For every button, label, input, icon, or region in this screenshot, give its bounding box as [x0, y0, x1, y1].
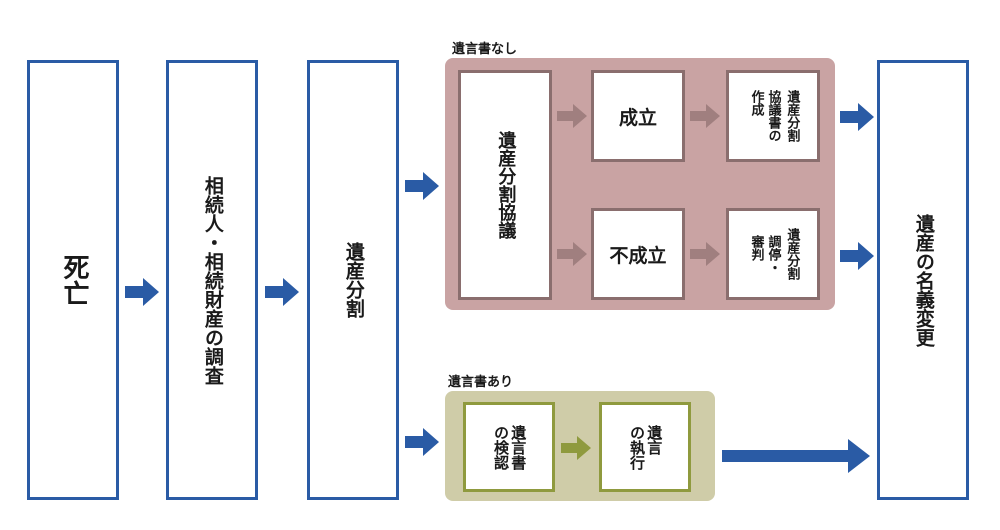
group-label-with-will: 遺言書あり: [448, 375, 514, 390]
agreement-doc-head: 遺産分割: [784, 90, 800, 142]
arrow-right-icon: [557, 242, 587, 266]
arrow-right-icon: [557, 104, 587, 128]
arrow-right-icon: [840, 242, 874, 270]
agreed-label: 成立: [618, 106, 657, 129]
mediation-label: 調停・ 審判: [748, 234, 781, 274]
division-label: 遺産分割: [342, 242, 365, 318]
agreement-doc-label: 協議書の 作成: [748, 90, 781, 142]
investigation-label: 相続人・相続財産の調査: [201, 175, 224, 385]
execution-box: 遺言 の執行: [599, 402, 691, 492]
probate-label: 遺言書 の検認: [492, 424, 528, 470]
arrow-right-icon: [405, 428, 439, 456]
group-label-no-will: 遺言書なし: [452, 42, 518, 57]
arrow-right-icon: [265, 278, 299, 306]
arrow-right-icon: [690, 242, 720, 266]
arrow-right-icon: [690, 104, 720, 128]
probate-box: 遺言書 の検認: [463, 402, 555, 492]
investigation-box: 相続人・相続財産の調査: [166, 60, 258, 500]
negotiation-box: 遺産分割協議: [458, 70, 552, 300]
title-change-label: 遺産の名義変更: [912, 213, 935, 347]
title-change-box: 遺産の名義変更: [877, 60, 969, 500]
not-agreed-label: 不成立: [609, 244, 667, 267]
mediation-head: 遺産分割: [784, 228, 800, 280]
agreed-box: 成立: [591, 70, 685, 162]
not-agreed-box: 不成立: [591, 208, 685, 300]
long-arrow-right-icon: [722, 439, 870, 473]
arrow-right-icon: [561, 436, 591, 460]
agreement-doc-box: 遺産分割 協議書の 作成: [726, 70, 820, 162]
arrow-right-icon: [840, 103, 874, 131]
mediation-box: 遺産分割 調停・ 審判: [726, 208, 820, 300]
negotiation-label: 遺産分割協議: [495, 131, 517, 239]
death-label: 死亡: [58, 254, 89, 306]
division-box: 遺産分割: [307, 60, 399, 500]
death-box: 死亡: [27, 60, 119, 500]
execution-label: 遺言 の執行: [628, 424, 664, 470]
arrow-right-icon: [125, 278, 159, 306]
arrow-right-icon: [405, 172, 439, 200]
